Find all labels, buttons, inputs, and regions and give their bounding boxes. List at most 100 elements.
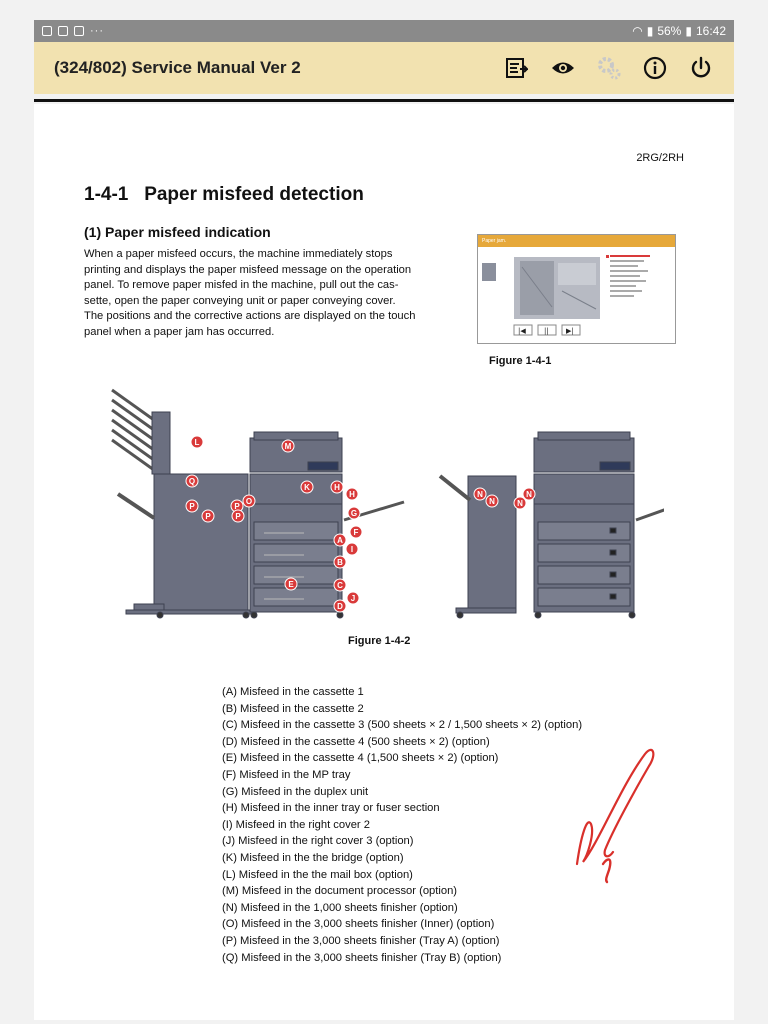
panel-illustration: |◀ || ▶| (482, 255, 650, 336)
marker-label: M (285, 442, 292, 451)
power-icon[interactable] (688, 55, 714, 81)
eye-icon[interactable] (550, 55, 576, 81)
marker-p: P (201, 509, 215, 523)
marker-label: Q (189, 477, 195, 486)
legend-item: (A) Misfeed in the cassette 1 (222, 686, 364, 698)
paragraph-line: sette, open the paper conveying unit or … (84, 294, 396, 307)
legend-item: (Q) Misfeed in the 3,000 sheets finisher… (222, 951, 502, 964)
legend-item: (D) Misfeed in the cassette 4 (500 sheet… (222, 735, 490, 748)
legend-item: (I) Misfeed in the right cover 2 (222, 818, 370, 831)
clock: 16:42 (695, 24, 726, 38)
marker-label: C (337, 581, 343, 590)
marker-p: P (185, 499, 199, 513)
marker-label: D (337, 602, 343, 611)
legend-item: (P) Misfeed in the 3,000 sheets finisher… (222, 934, 500, 947)
panel-titlebar: Paper jam. (478, 235, 675, 247)
model-code: 2RG/2RH (636, 152, 684, 164)
marker-label: N (477, 490, 483, 499)
marker-label: E (288, 580, 294, 589)
marker-label: N (526, 490, 532, 499)
marker-h: H (345, 487, 359, 501)
settings-icon[interactable] (596, 55, 622, 81)
marker-label: L (195, 438, 200, 447)
right-machine (438, 431, 664, 619)
marker-h: H (330, 480, 344, 494)
marker-n: N (485, 494, 499, 508)
header-divider (34, 99, 734, 102)
marker-e: E (284, 577, 298, 591)
marker-label: G (351, 509, 357, 518)
finisher-3000 (153, 473, 249, 615)
legend-item: (H) Misfeed in the inner tray or fuser s… (222, 802, 440, 815)
mail-icon (58, 26, 68, 36)
paragraph-line: The positions and the corrective actions… (84, 310, 416, 323)
panel-last-button: ▶| (566, 327, 574, 335)
paragraph-line: panel when a paper jam has occurred. (84, 325, 275, 338)
paragraph-line: When a paper misfeed occurs, the machine… (84, 248, 393, 260)
legend-item: (B) Misfeed in the cassette 2 (222, 702, 364, 715)
panel-pause-button: || (544, 327, 549, 335)
signal-icon: ▮ (646, 24, 654, 38)
marker-label: P (235, 512, 241, 521)
toc-icon[interactable] (504, 55, 530, 81)
left-machine (111, 388, 405, 619)
marker-label: K (304, 483, 310, 492)
legend-item: (N) Misfeed in the 1,000 sheets finisher… (222, 901, 458, 914)
marker-m: M (281, 439, 295, 453)
marker-label: A (337, 536, 343, 545)
legend-item: (G) Misfeed in the duplex unit (222, 785, 369, 798)
marker-i: I (345, 542, 359, 556)
marker-label: H (334, 483, 340, 492)
marker-c: C (333, 578, 347, 592)
marker-n: N (513, 496, 527, 510)
marker-label: O (246, 497, 252, 506)
marker-label: B (337, 558, 343, 567)
legend-item: (C) Misfeed in the cassette 3 (500 sheet… (222, 719, 583, 732)
marker-label: P (234, 502, 240, 511)
marker-label: F (354, 528, 359, 537)
marker-n: N (473, 487, 487, 501)
battery-icon: ▮ (685, 24, 692, 38)
legend-item: (K) Misfeed in the the bridge (option) (222, 851, 404, 864)
figure-2-caption: Figure 1-4-2 (348, 635, 411, 647)
panel-title: Paper jam. (482, 238, 507, 244)
more-notifications: ··· (90, 25, 104, 37)
paragraph-line: panel. To remove paper misfed in the mac… (84, 279, 399, 292)
paragraph-line: printing and displays the paper misfeed … (84, 263, 412, 276)
marker-a: A (333, 533, 347, 547)
legend-item: (M) Misfeed in the document processor (o… (222, 885, 458, 898)
marker-label: J (351, 594, 355, 603)
marker-l: L (190, 435, 204, 449)
legend-item: (E) Misfeed in the cassette 4 (1,500 she… (222, 752, 499, 765)
figure-operation-panel: Paper jam. |◀ || ▶| (477, 234, 676, 344)
document-page[interactable]: 2RG/2RH 1-4-1 Paper misfeed detection (1… (34, 104, 734, 1020)
marker-label: I (351, 545, 353, 554)
marker-q: Q (185, 474, 199, 488)
marker-g: G (347, 506, 361, 520)
notification-icon (42, 26, 52, 36)
handwritten-signature (575, 748, 655, 884)
info-icon[interactable] (642, 55, 668, 81)
marker-k: K (300, 480, 314, 494)
image-icon (74, 26, 84, 36)
marker-label: P (189, 502, 195, 511)
intro-paragraph: When a paper misfeed occurs, the machine… (84, 247, 456, 341)
marker-label: P (205, 512, 211, 521)
app-header: (324/802) Service Manual Ver 2 (34, 42, 734, 94)
figure-1-caption: Figure 1-4-1 (489, 355, 552, 367)
marker-n: N (522, 487, 536, 501)
panel-first-button: |◀ (518, 327, 526, 335)
marker-f: F (349, 525, 363, 539)
marker-label: H (349, 490, 355, 499)
marker-label: N (489, 497, 495, 506)
battery-level: 56% (657, 24, 682, 38)
legend-item: (J) Misfeed in the right cover 3 (option… (222, 835, 414, 848)
legend-item: (L) Misfeed in the the mail box (option) (222, 868, 413, 881)
marker-d: D (333, 599, 347, 613)
wifi-icon: ◠ (632, 24, 643, 38)
legend-item: (F) Misfeed in the MP tray (222, 768, 351, 781)
mailbox (111, 388, 171, 475)
